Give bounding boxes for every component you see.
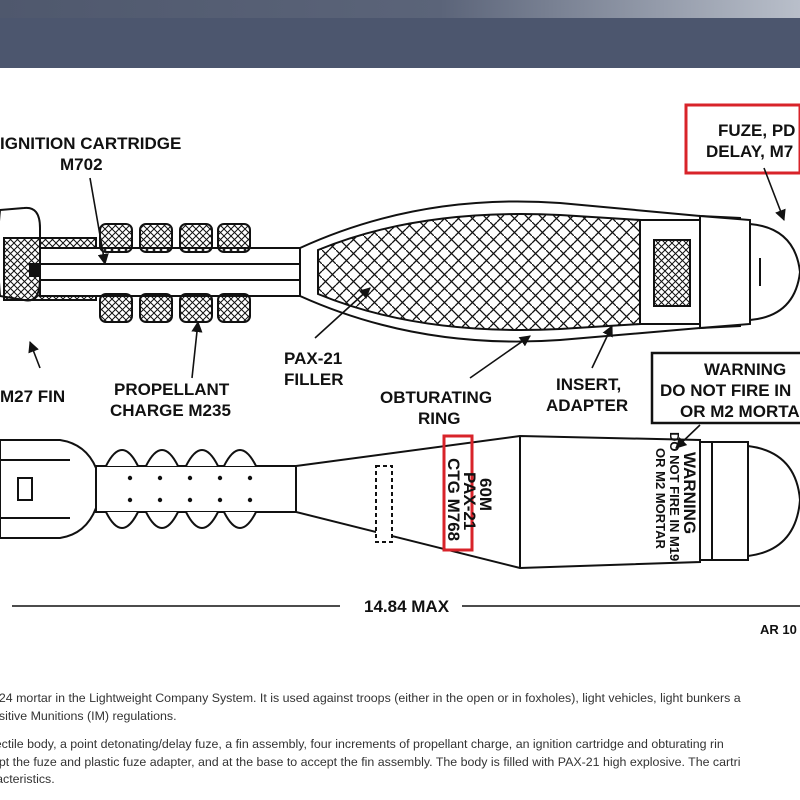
caption-line: nsitive Munitions (IM) regulations. xyxy=(0,708,177,723)
caption-line: ept the fuze and plastic fuze adapter, a… xyxy=(0,754,741,769)
caption-text: 224 mortar in the Lightweight Company Sy… xyxy=(0,690,800,789)
body-marking: 60M PAX-21 CTG M768 xyxy=(444,458,495,541)
marking-line2: PAX-21 xyxy=(460,472,479,530)
caption-line: 224 mortar in the Lightweight Company Sy… xyxy=(0,691,741,705)
side-warning-line1: DO NOT FIRE IN M19 xyxy=(667,432,682,561)
fuze-highlight-box xyxy=(684,103,800,175)
label-fuze-line1: FUZE, PD xyxy=(718,121,795,140)
warning-title: WARNING xyxy=(704,360,786,379)
window-top-bar xyxy=(0,0,800,18)
dimension-label: 14.84 MAX xyxy=(364,597,450,616)
label-insert-line1: INSERT, xyxy=(556,375,621,394)
label-insert-line2: ADAPTER xyxy=(546,396,628,415)
leader-lines xyxy=(12,167,800,607)
figure-ref-label: AR 10 xyxy=(760,622,797,637)
side-warning-title: WARNING xyxy=(680,452,699,534)
cutaway-cartridge xyxy=(0,200,800,343)
side-warning-marking: WARNING DO NOT FIRE IN M19 OR M2 MORTAR xyxy=(653,432,699,561)
label-filler-line2: FILLER xyxy=(284,370,344,389)
caption-line: racteristics. xyxy=(0,772,55,786)
marking-line1: 60M xyxy=(476,478,495,511)
page-banner xyxy=(0,18,800,68)
marking-line3: CTG M768 xyxy=(444,458,463,541)
label-ignition-line2: M702 xyxy=(60,155,103,174)
label-obturating-line2: RING xyxy=(418,409,461,428)
highlight-boxes xyxy=(442,103,800,552)
warning-line1: DO NOT FIRE IN xyxy=(660,381,791,400)
warning-box xyxy=(650,351,800,425)
cartridge-diagram-svg: IGNITION CARTRIDGE M702 FUZE, PD DELAY, … xyxy=(0,103,800,637)
exterior-cartridge xyxy=(0,434,800,570)
label-propellant-line1: PROPELLANT xyxy=(114,380,230,399)
label-fuze-line2: DELAY, M7 xyxy=(706,142,793,161)
side-warning-line2: OR M2 MORTAR xyxy=(653,448,668,549)
marking-highlight-box xyxy=(442,434,474,552)
warning-line2: OR M2 MORTA xyxy=(680,402,800,421)
label-propellant-line2: CHARGE M235 xyxy=(110,401,231,420)
caption-paragraph-1: 224 mortar in the Lightweight Company Sy… xyxy=(0,690,800,725)
caption-paragraph-2: jectile body, a point detonating/delay f… xyxy=(0,736,800,789)
label-fin: M27 FIN xyxy=(0,387,65,406)
label-ignition-line1: IGNITION CARTRIDGE xyxy=(0,134,181,153)
cartridge-diagram: IGNITION CARTRIDGE M702 FUZE, PD DELAY, … xyxy=(0,68,800,660)
label-filler-line1: PAX-21 xyxy=(284,349,342,368)
caption-line: jectile body, a point detonating/delay f… xyxy=(0,737,724,751)
label-obturating-line1: OBTURATING xyxy=(380,388,492,407)
